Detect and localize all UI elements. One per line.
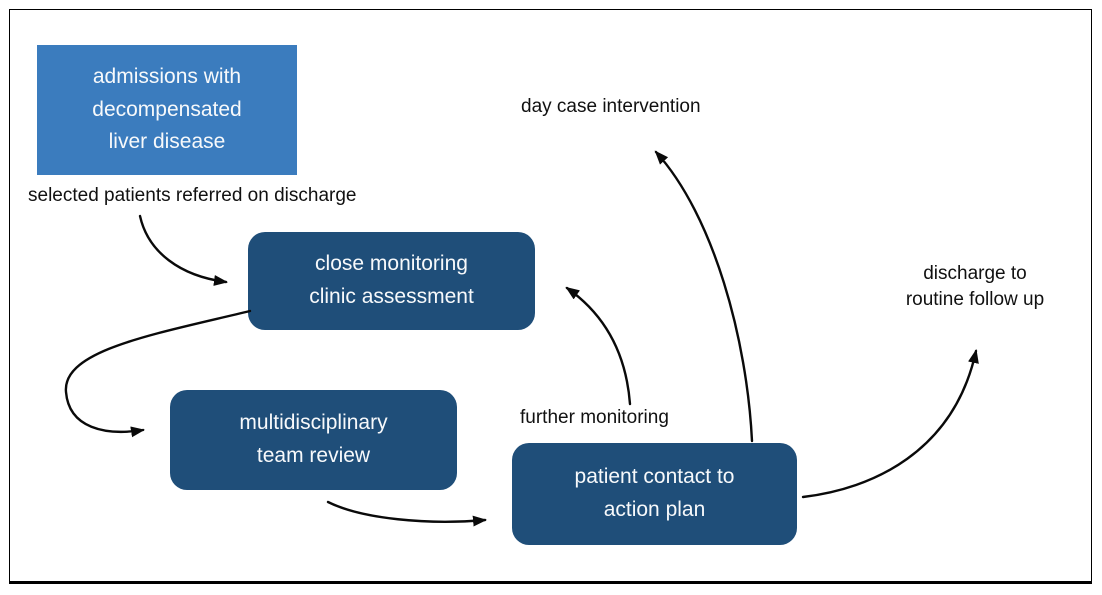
- further-monitoring-label: further monitoring: [520, 407, 669, 428]
- arrow-to-day-case-intervention: [654, 150, 754, 443]
- arrow-mdt-to-patient-contact: [326, 500, 487, 527]
- admissions-node: admissions with decompensated liver dise…: [37, 45, 297, 175]
- close-monitoring-node: close monitoring clinic assessment: [248, 232, 535, 330]
- selected-patients-label: selected patients referred on discharge: [28, 185, 357, 206]
- arrow-to-routine-follow-up: [801, 349, 979, 499]
- day-case-intervention-label: day case intervention: [521, 96, 701, 117]
- arrow-further-monitoring-loop: [565, 286, 632, 406]
- discharge-follow-up-label: discharge to routine follow up: [905, 263, 1045, 310]
- patient-contact-node: patient contact to action plan: [512, 443, 797, 545]
- multidisciplinary-team-node: multidisciplinary team review: [170, 390, 457, 490]
- arrow-referral-to-clinic: [138, 214, 228, 286]
